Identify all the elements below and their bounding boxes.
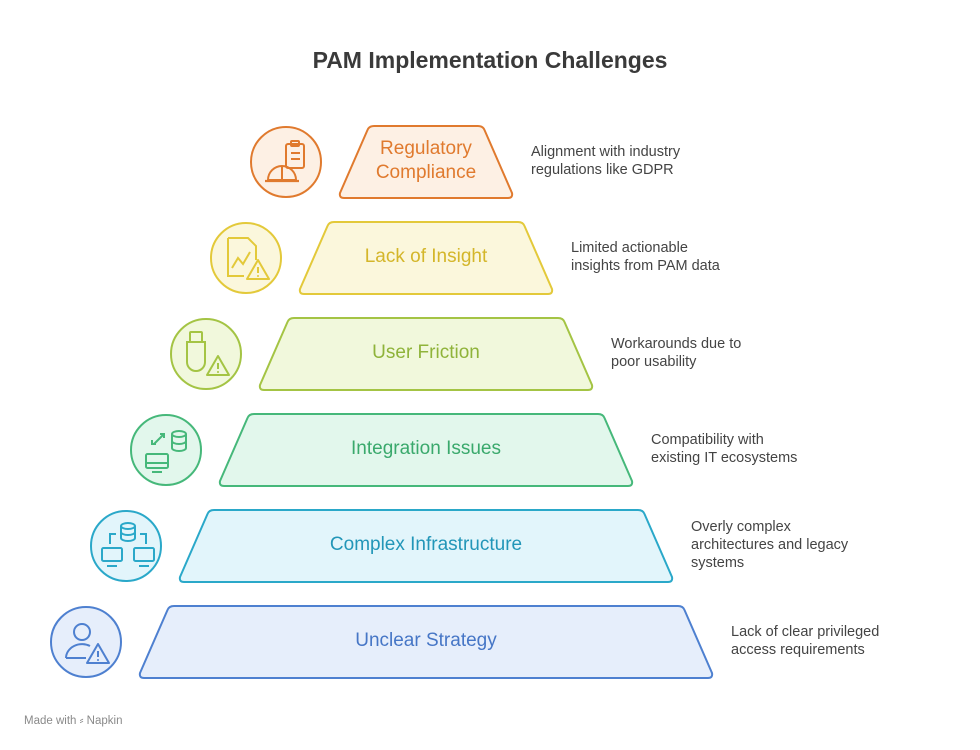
tier-label-5: Complex Infrastructure xyxy=(276,533,576,557)
tier-description-line: Overly complex xyxy=(691,519,791,535)
tier-description-3: Workarounds due to poor usability xyxy=(611,335,871,371)
tier-shape-3 xyxy=(258,317,594,391)
tier-shape-5 xyxy=(178,509,674,583)
tier-description-line: systems xyxy=(691,555,745,571)
chart-warning-icon xyxy=(227,237,270,280)
tier-description-line: regulations like GDPR xyxy=(531,162,674,178)
tier-shape-1 xyxy=(338,125,514,199)
tier-description-line: architectures and legacy xyxy=(691,537,849,553)
tier-description-2: Limited actionable insights from PAM data xyxy=(571,239,831,275)
tier-icon-circle-4 xyxy=(130,414,202,486)
page-title: PAM Implementation Challenges xyxy=(312,47,668,73)
tier-label-line: Compliance xyxy=(375,162,477,183)
tier-description-5: Overly complex architectures and legacy sy… xyxy=(691,518,951,572)
tier-description-line: Compatibility with xyxy=(651,432,764,448)
napkin-brand-text: Napkin xyxy=(86,715,123,727)
tier-shape-4 xyxy=(218,413,634,487)
tier-description-line: access requirements xyxy=(731,642,865,658)
usb-warning-icon xyxy=(186,331,230,376)
tier-description-line: poor usability xyxy=(611,354,697,370)
tier-description-line: Workarounds due to xyxy=(611,336,742,352)
tier-icon-circle-5 xyxy=(90,510,162,582)
network-database-icon xyxy=(101,522,155,567)
tier-label-line: Regulatory xyxy=(380,138,472,159)
tier-label-line: Lack of Insight xyxy=(364,246,488,267)
tier-description-line: Alignment with industry xyxy=(531,144,681,160)
tier-label-6: Unclear Strategy xyxy=(276,629,576,653)
tier-label-3: User Friction xyxy=(276,341,576,365)
tier-description-4: Compatibility with existing IT ecosystems xyxy=(651,431,911,467)
tier-label-2: Lack of Insight xyxy=(276,245,576,269)
tier-description-1: Alignment with industry regulations like … xyxy=(531,143,791,179)
tier-label-line: Integration Issues xyxy=(351,438,501,459)
tier-description-line: Lack of clear privileged xyxy=(731,624,880,640)
made-with-text: Made with xyxy=(24,715,77,727)
tier-label-line: User Friction xyxy=(372,342,480,363)
compliance-hardhat-clipboard-icon xyxy=(265,140,305,183)
tier-shape-2 xyxy=(298,221,554,295)
user-warning-icon xyxy=(65,623,110,664)
tier-description-line: Limited actionable xyxy=(571,240,688,256)
tier-label-line: Unclear Strategy xyxy=(355,630,497,651)
database-sync-icon xyxy=(145,430,187,473)
tier-label-line: Complex Infrastructure xyxy=(329,534,523,555)
tier-label-4: Integration Issues xyxy=(276,437,576,461)
tier-description-6: Lack of clear privileged access requireme… xyxy=(731,623,980,659)
tier-shape-6 xyxy=(138,605,714,679)
made-with-napkin: Made with ⸗ Napkin xyxy=(24,715,122,727)
napkin-logo-icon: ⸗ xyxy=(79,715,84,727)
tier-description-line: insights from PAM data xyxy=(571,258,720,274)
tier-icon-circle-6 xyxy=(50,606,122,678)
tier-description-line: existing IT ecosystems xyxy=(651,450,798,466)
